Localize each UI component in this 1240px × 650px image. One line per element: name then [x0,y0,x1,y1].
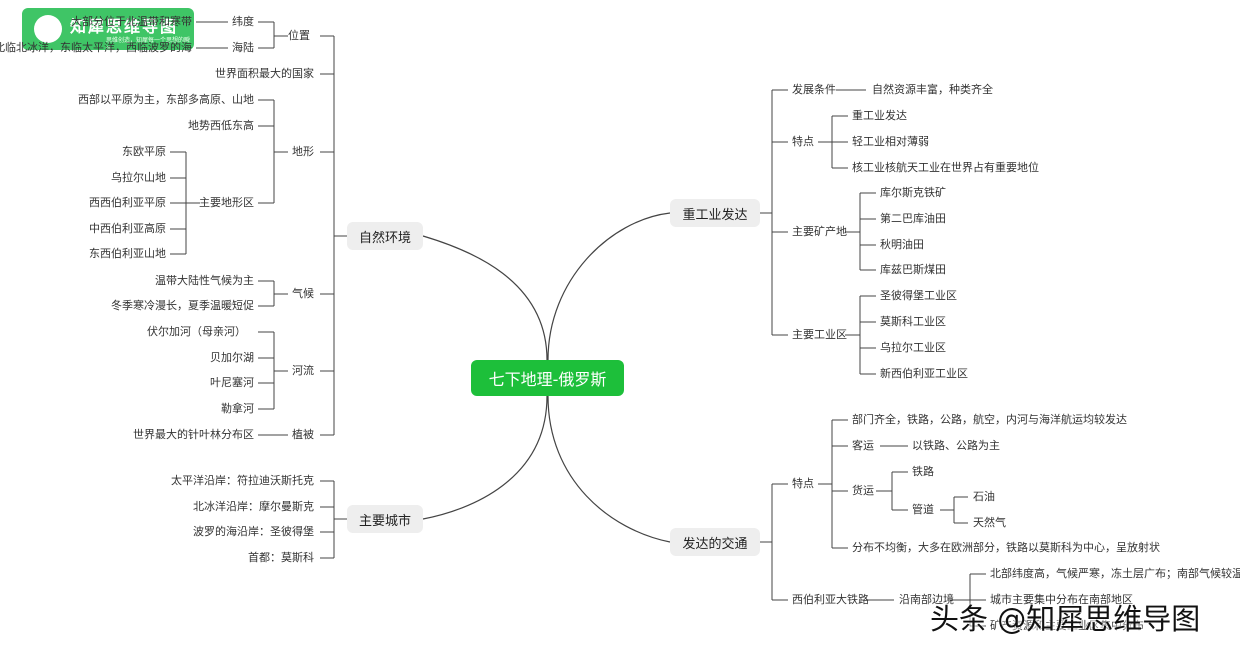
rhino-icon [34,15,62,43]
node-zone[interactable]: 莫斯科工业区 [880,315,946,328]
node-conditions-item[interactable]: 自然资源丰富，种类齐全 [872,83,993,96]
node-sectors[interactable]: 部门齐全，铁路，公路，航空，内河与海洋航运均较发达 [852,413,1127,426]
node-siberian-railway[interactable]: 西伯利亚大铁路 [792,593,869,606]
logo-title: 知犀思维导图 [70,17,179,36]
node-largest-country[interactable]: 世界面积最大的国家 [215,67,314,80]
curve-industry [547,212,671,361]
node-region[interactable]: 中西伯利亚高原 [89,222,166,235]
node-zone[interactable]: 新西伯利亚工业区 [880,367,968,380]
curve-transport [547,395,671,543]
branch-cities[interactable]: 主要城市 [347,505,423,533]
node-latitude[interactable]: 纬度 [232,15,254,28]
node-terrain-regions[interactable]: 主要地形区 [199,196,254,209]
node-climate-item[interactable]: 冬季寒冷漫长，夏季温暖短促 [111,299,254,312]
node-mine[interactable]: 第二巴库油田 [880,212,946,225]
node-land-sea[interactable]: 海陆 [232,41,254,54]
watermark: 头条 @知犀思维导图 [930,602,1201,636]
node-railway-reason[interactable]: 矿产资源和主要工业区集中分布 [990,619,1144,632]
branch-nature[interactable]: 自然环境 [347,222,423,250]
node-region[interactable]: 东西伯利亚山地 [89,247,166,260]
node-climate[interactable]: 气候 [292,287,314,300]
node-mines[interactable]: 主要矿产地 [792,225,847,238]
node-river[interactable]: 伏尔加河（母亲河） [147,325,246,338]
node-river[interactable]: 勒拿河 [221,402,254,415]
logo-subtitle: 思维创造，知犀每一个思想的瞬间 [106,37,191,53]
node-rivers[interactable]: 河流 [292,364,314,377]
node-railway-along[interactable]: 沿南部边境 [899,593,954,606]
node-zone[interactable]: 乌拉尔工业区 [880,341,946,354]
node-city[interactable]: 太平洋沿岸：符拉迪沃斯托克 [171,474,314,487]
brand-logo: 知犀思维导图 思维创造，知犀每一个思想的瞬间 [22,8,194,53]
node-zone[interactable]: 圣彼得堡工业区 [880,289,957,302]
node-vegetation-item[interactable]: 世界最大的针叶林分布区 [133,428,254,441]
node-feature[interactable]: 轻工业相对薄弱 [852,135,929,148]
node-city[interactable]: 北冰洋沿岸：摩尔曼斯克 [193,500,314,513]
node-river[interactable]: 叶尼塞河 [210,376,254,389]
node-region[interactable]: 西西伯利亚平原 [89,196,166,209]
node-river[interactable]: 贝加尔湖 [210,351,254,364]
node-railway-reason[interactable]: 城市主要集中分布在南部地区 [990,593,1133,606]
branch-transport[interactable]: 发达的交通 [670,528,760,556]
node-freight[interactable]: 货运 [852,484,874,497]
node-railway-reason[interactable]: 北部纬度高，气候严寒，冻土层广布；南部气候较温暖 [990,567,1240,580]
node-gas[interactable]: 天然气 [973,516,1006,529]
node-mine[interactable]: 秋明油田 [880,238,924,251]
node-climate-item[interactable]: 温带大陆性气候为主 [155,274,254,287]
node-feature[interactable]: 重工业发达 [852,109,907,122]
node-location[interactable]: 位置 [288,29,310,42]
node-zones[interactable]: 主要工业区 [792,328,847,341]
node-region[interactable]: 东欧平原 [122,145,166,158]
central-topic[interactable]: 七下地理-俄罗斯 [471,360,624,396]
node-feature[interactable]: 核工业核航天工业在世界占有重要地位 [852,161,1039,174]
node-terrain[interactable]: 地形 [292,145,314,158]
node-city[interactable]: 波罗的海沿岸：圣彼得堡 [193,525,314,538]
node-conditions[interactable]: 发展条件 [792,83,836,96]
node-terrain-slope[interactable]: 地势西低东高 [188,119,254,132]
node-passenger-item[interactable]: 以铁路、公路为主 [912,439,1000,452]
node-mine[interactable]: 库尔斯克铁矿 [880,186,946,199]
node-terrain-west[interactable]: 西部以平原为主，东部多高原、山地 [78,93,254,106]
node-region[interactable]: 乌拉尔山地 [111,171,166,184]
node-industry-features[interactable]: 特点 [792,135,814,148]
node-city[interactable]: 首都：莫斯科 [248,551,314,564]
node-oil[interactable]: 石油 [973,490,995,503]
node-freight-pipe[interactable]: 管道 [912,503,934,516]
node-distribution[interactable]: 分布不均衡，大多在欧洲部分，铁路以莫斯科为中心，呈放射状 [852,541,1160,554]
curve-cities [422,395,548,520]
node-freight-rail[interactable]: 铁路 [912,465,934,478]
node-passenger[interactable]: 客运 [852,439,874,452]
node-land-sea-value[interactable]: 北临北冰洋，东临太平洋，西临波罗的海 [0,41,192,54]
node-transport-features[interactable]: 特点 [792,477,814,490]
curve-nature [422,235,548,361]
node-vegetation[interactable]: 植被 [292,428,314,441]
node-mine[interactable]: 库兹巴斯煤田 [880,263,946,276]
branch-industry[interactable]: 重工业发达 [670,199,760,227]
node-latitude-value[interactable]: 大部分位于北温带和寒带 [71,15,192,28]
